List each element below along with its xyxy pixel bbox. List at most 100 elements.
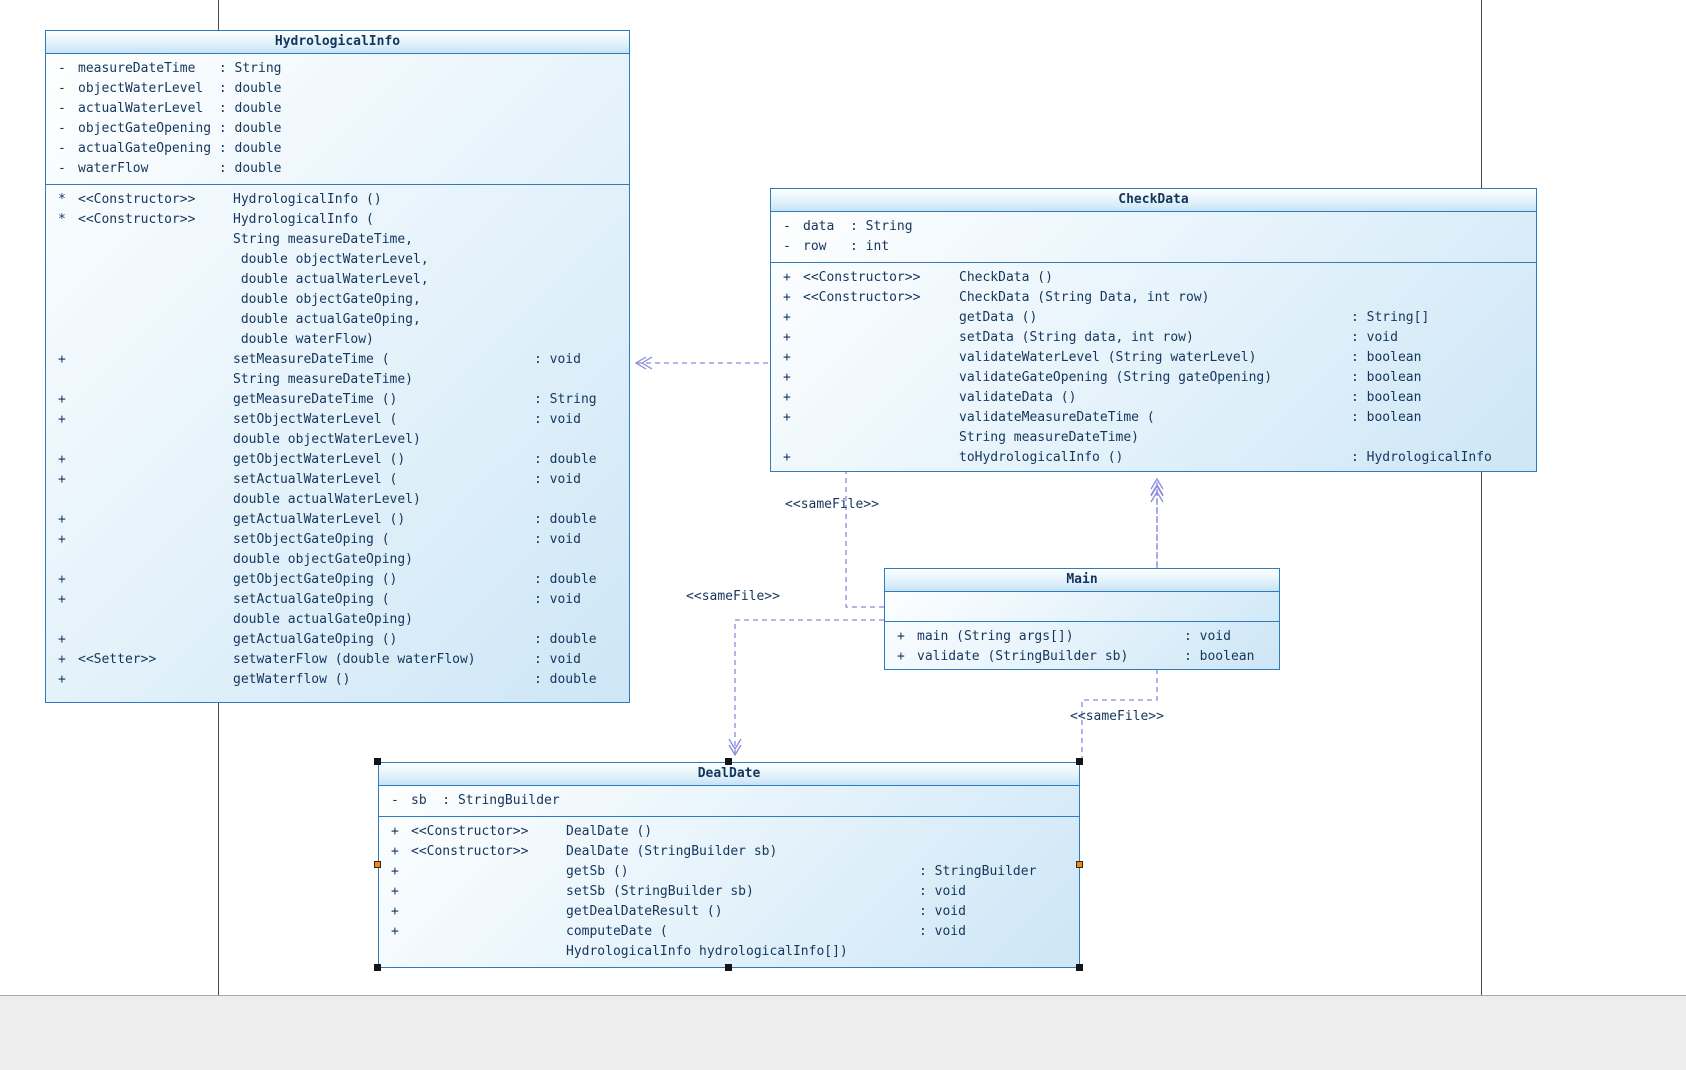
method-row: +setData (String data, int row): void — [771, 328, 1536, 348]
method-name: DealDate (StringBuilder sb) — [566, 844, 778, 859]
visibility-symbol: + — [783, 270, 791, 285]
selection-handle-s[interactable] — [725, 964, 732, 971]
stereotype-label: <<Constructor>> — [803, 270, 921, 285]
attributes-compartment: -data : String -row : int — [771, 212, 1536, 263]
attribute-row: -actualGateOpening : double — [46, 139, 629, 159]
class-checkdata[interactable]: CheckData-data : String-row : int+<<Cons… — [770, 188, 1537, 472]
visibility-symbol: + — [897, 629, 905, 644]
method-row: +getActualGateOping (): double — [46, 630, 629, 650]
visibility-symbol: + — [58, 632, 66, 647]
method-return-type: : void — [919, 904, 966, 919]
visibility-symbol: + — [58, 392, 66, 407]
attribute-row: -sb : StringBuilder — [379, 791, 1079, 811]
selection-handle-se[interactable] — [1076, 964, 1083, 971]
method-row: +setObjectWaterLevel ( double objectWate… — [46, 410, 629, 450]
off-page-area — [0, 996, 1686, 1070]
visibility-symbol: - — [58, 161, 66, 176]
method-return-type: : void — [1351, 330, 1398, 345]
method-row: +validateMeasureDateTime ( String measur… — [771, 408, 1536, 448]
class-title: DealDate — [379, 763, 1079, 786]
method-return-type: : double — [534, 512, 597, 527]
method-name: CheckData () — [959, 270, 1053, 285]
attribute-text: data : String — [803, 219, 913, 234]
selection-handle-sw[interactable] — [374, 964, 381, 971]
stereotype-label: <<Constructor>> — [411, 844, 529, 859]
method-return-type: : String — [534, 392, 597, 407]
method-name: setData (String data, int row) — [959, 330, 1194, 345]
visibility-symbol: - — [391, 793, 399, 808]
class-hydrologicalinfo[interactable]: HydrologicalInfo-measureDateTime : Strin… — [45, 30, 630, 703]
selection-handle-ne[interactable] — [1076, 758, 1083, 765]
method-return-type: : String[] — [1351, 310, 1430, 325]
stereotype-label: <<Constructor>> — [78, 192, 196, 207]
method-name: validateWaterLevel (String waterLevel) — [959, 350, 1257, 365]
class-dealdate[interactable]: DealDate-sb : StringBuilder+<<Constructo… — [378, 762, 1080, 968]
method-row: +getWaterflow (): double — [46, 670, 629, 690]
attribute-text: sb : StringBuilder — [411, 793, 560, 808]
method-row: + <<Constructor>> CheckData () — [771, 268, 1536, 288]
dependency-stereotype-label[interactable]: <<sameFile>> — [686, 589, 780, 604]
dependency-stereotype-label[interactable]: <<sameFile>> — [785, 497, 879, 512]
method-row: + setMeasureDateTime ( String measureDate… — [46, 350, 629, 390]
visibility-symbol: + — [58, 672, 66, 687]
method-return-type: : boolean — [1351, 410, 1422, 425]
dependency-main-to-hydrologicalinfo[interactable] — [636, 362, 884, 608]
visibility-symbol: + — [58, 532, 66, 547]
dependency-main-to-dealdate[interactable] — [734, 619, 884, 755]
method-return-type: : StringBuilder — [919, 864, 1037, 879]
class-main[interactable]: Main+main (String args[]): void+validate… — [884, 568, 1280, 670]
dependency-arrowhead — [1150, 490, 1164, 503]
method-return-type: : void — [534, 652, 581, 667]
attribute-row: -objectWaterLevel : double — [46, 79, 629, 99]
selection-handle-n[interactable] — [725, 758, 732, 765]
attribute-row: -objectGateOpening : double — [46, 119, 629, 139]
dependency-arrowhead — [1150, 484, 1164, 497]
method-row: +<<Constructor>>CheckData (String Data, … — [771, 288, 1536, 308]
method-return-type: : double — [534, 672, 597, 687]
method-name: validateGateOpening (String gateOpening) — [959, 370, 1273, 385]
visibility-symbol: - — [58, 121, 66, 136]
method-row: +validateData (): boolean — [771, 388, 1536, 408]
method-row: *<<Constructor>>HydrologicalInfo ( Strin… — [46, 210, 629, 350]
attribute-text: row : int — [803, 239, 890, 254]
method-row: +setActualWaterLevel ( double actualWate… — [46, 470, 629, 510]
method-return-type: : HydrologicalInfo — [1351, 450, 1492, 465]
method-name: toHydrologicalInfo () — [959, 450, 1124, 465]
visibility-symbol: + — [58, 352, 66, 367]
method-name: setMeasureDateTime ( String measureDateT… — [233, 352, 414, 387]
method-row: +getObjectWaterLevel (): double — [46, 450, 629, 470]
attribute-text: actualWaterLevel : double — [78, 101, 282, 116]
visibility-symbol: + — [391, 904, 399, 919]
method-row: +validateGateOpening (String gateOpening… — [771, 368, 1536, 388]
method-name: setSb (StringBuilder sb) — [566, 884, 754, 899]
selection-handle-e[interactable] — [1076, 861, 1083, 868]
method-return-type: : void — [534, 352, 581, 367]
method-name: setwaterFlow (double waterFlow) — [233, 652, 476, 667]
method-name: CheckData (String Data, int row) — [959, 290, 1210, 305]
visibility-symbol: + — [783, 350, 791, 365]
method-name: setObjectGateOping ( double objectGateOp… — [233, 532, 414, 567]
method-return-type: : void — [919, 884, 966, 899]
method-row: +<<Constructor>>DealDate () — [379, 822, 1079, 842]
dependency-stereotype-label[interactable]: <<sameFile>> — [1070, 709, 1164, 724]
visibility-symbol: + — [58, 412, 66, 427]
dependency-arrowhead — [640, 356, 653, 370]
method-row: +computeDate ( HydrologicalInfo hydrolog… — [379, 922, 1079, 962]
stereotype-label: <<Constructor>> — [78, 212, 196, 227]
visibility-symbol: - — [783, 239, 791, 254]
method-name: main (String args[]) — [917, 629, 1074, 644]
dependency-arrowhead — [728, 744, 742, 757]
selection-handle-nw[interactable] — [374, 758, 381, 765]
visibility-symbol: + — [391, 924, 399, 939]
class-title: CheckData — [771, 189, 1536, 212]
method-row: +<<Constructor>>DealDate (StringBuilder … — [379, 842, 1079, 862]
method-return-type: : void — [534, 592, 581, 607]
attribute-text: waterFlow : double — [78, 161, 282, 176]
method-name: validate (StringBuilder sb) — [917, 649, 1129, 664]
visibility-symbol: + — [897, 649, 905, 664]
method-name: validateData () — [959, 390, 1077, 405]
selection-handle-w[interactable] — [374, 861, 381, 868]
attributes-compartment: -sb : StringBuilder — [379, 786, 1079, 817]
attribute-row: -row : int — [771, 237, 1536, 257]
